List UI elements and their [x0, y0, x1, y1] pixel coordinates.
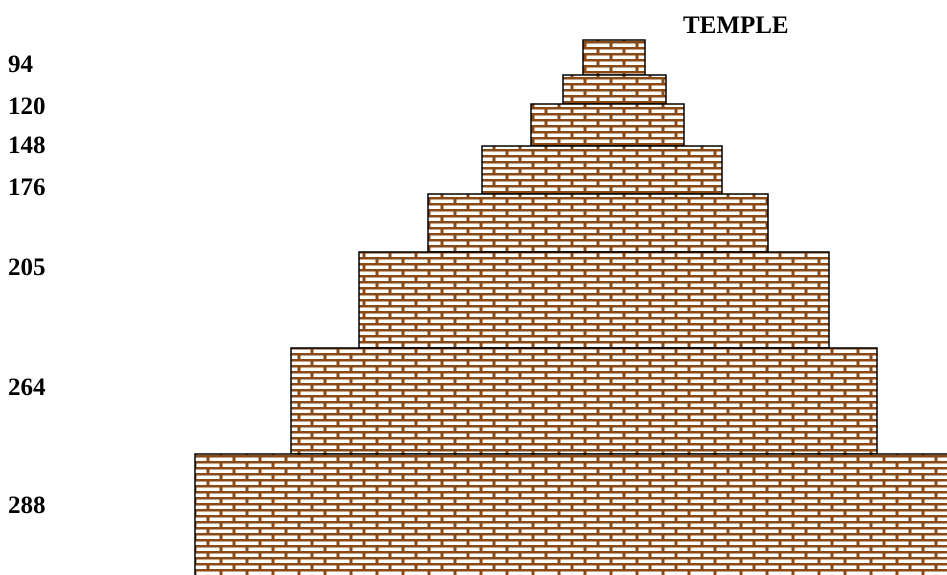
temple-tier-8 [195, 454, 947, 575]
temple-tier-5 [428, 194, 768, 252]
temple-tier-7 [291, 348, 877, 454]
temple-tier-2 [563, 75, 666, 104]
temple-tier-4 [482, 146, 722, 194]
temple-tier-3 [531, 104, 684, 146]
temple-tier-6 [359, 252, 829, 348]
temple-tier-1 [583, 40, 645, 75]
